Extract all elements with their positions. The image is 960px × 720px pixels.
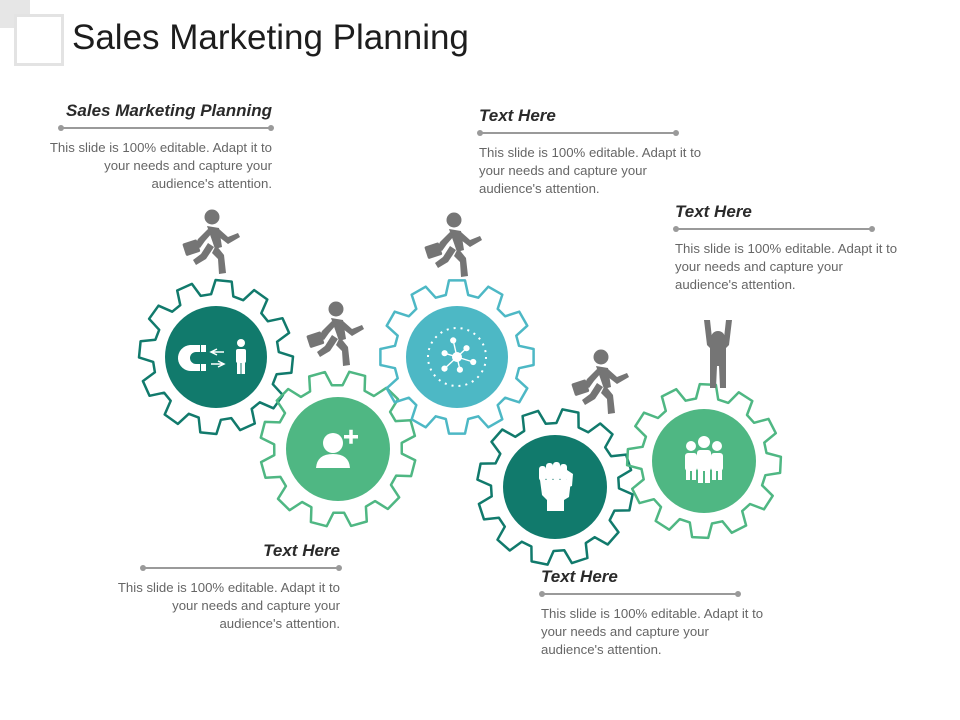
callout-body: This slide is 100% editable. Adapt it to…: [541, 606, 764, 657]
callout-body: This slide is 100% editable. Adapt it to…: [117, 580, 340, 631]
network-hub-icon: [427, 327, 487, 387]
businessman-running-icon: [306, 301, 364, 366]
businessman-running-icon: [182, 209, 240, 274]
gear-5: [625, 382, 783, 540]
callout-divider: [58, 125, 274, 131]
gear-3: [379, 279, 535, 435]
businessman-running-icon: [424, 212, 482, 277]
callout-divider: [477, 130, 679, 136]
person-arms-raised-icon: [704, 320, 732, 388]
callout-divider: [539, 591, 741, 597]
gear-4: [476, 408, 634, 566]
slide-title: Sales Marketing Planning: [72, 18, 469, 57]
gear-1: [137, 278, 295, 436]
callout-bottom-left: Text Here This slide is 100% editable. A…: [114, 541, 342, 633]
team-group-icon: [685, 436, 723, 483]
callout-title: Sales Marketing Planning: [66, 101, 272, 120]
callout-title: Text Here: [263, 541, 340, 560]
callout-right: Text Here This slide is 100% editable. A…: [673, 202, 900, 294]
callout-title: Text Here: [675, 202, 752, 221]
callout-divider: [140, 565, 342, 571]
callout-body: This slide is 100% editable. Adapt it to…: [675, 241, 898, 292]
callout-bottom-right: Text Here This slide is 100% editable. A…: [539, 567, 766, 659]
callout-divider: [673, 226, 875, 232]
callout-title: Text Here: [541, 567, 618, 586]
callout-body: This slide is 100% editable. Adapt it to…: [479, 145, 702, 196]
corner-decoration-frame: [14, 14, 64, 66]
callout-body: This slide is 100% editable. Adapt it to…: [49, 140, 272, 191]
callout-top-center: Text Here This slide is 100% editable. A…: [477, 106, 704, 198]
add-user-icon: [316, 429, 358, 468]
gear-2: [259, 370, 417, 528]
callout-sales-marketing-planning: Sales Marketing Planning This slide is 1…: [42, 101, 274, 193]
raised-fist-icon: [539, 462, 573, 511]
magnet-attract-person-icon: [177, 339, 246, 374]
callout-title: Text Here: [479, 106, 556, 125]
businessman-running-icon: [571, 349, 629, 414]
